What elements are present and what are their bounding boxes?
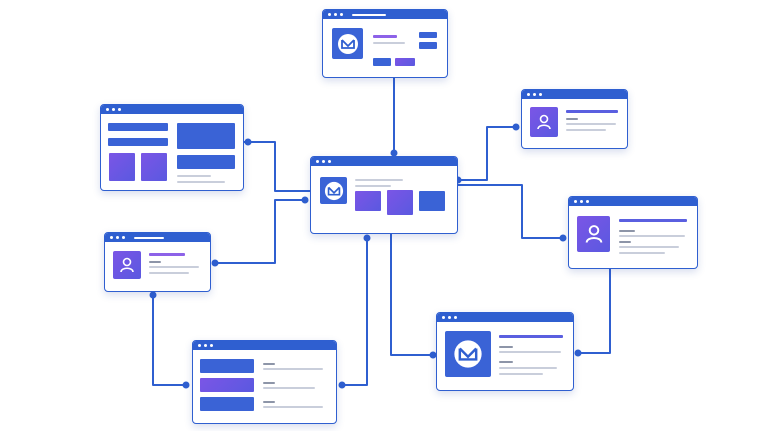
connector-dot	[559, 234, 567, 242]
connector-leftform-center	[242, 141, 311, 192]
connector-dot	[211, 259, 219, 267]
connector-center-bottomright	[390, 232, 434, 356]
connector-center-rightsmall	[457, 126, 517, 181]
window-left-form	[100, 104, 244, 191]
connector-bottomlist-center	[341, 237, 368, 386]
connector-dot	[363, 234, 371, 242]
user-icon	[577, 216, 610, 252]
connector-dot	[338, 381, 346, 389]
connector-dot	[244, 138, 252, 146]
mail-icon	[332, 28, 363, 59]
connector-dot	[512, 123, 520, 131]
window-right-profile-small	[521, 89, 628, 149]
connector-center-rightlarge	[457, 184, 564, 239]
connector-dot	[390, 149, 398, 157]
user-icon	[530, 107, 558, 137]
window-bottom-right-mail	[436, 312, 574, 391]
connector-dot	[574, 349, 582, 357]
window-left-profile	[104, 232, 211, 292]
window-titlebar	[105, 233, 210, 242]
window-titlebar	[311, 157, 457, 166]
connector-dot	[429, 351, 437, 359]
connector-leftprofile-bottomlist	[152, 294, 189, 386]
connector-dot	[301, 196, 309, 204]
window-top	[322, 9, 448, 78]
connector-dot	[182, 381, 190, 389]
window-titlebar	[522, 90, 627, 99]
window-titlebar	[193, 341, 336, 350]
mail-icon	[445, 331, 491, 377]
window-titlebar	[323, 10, 447, 19]
window-bottom-list	[192, 340, 337, 424]
connector-rightlarge-bottomright	[577, 267, 611, 354]
window-titlebar	[569, 197, 697, 206]
connector-dot	[149, 291, 157, 299]
user-icon	[113, 251, 141, 279]
mail-icon	[320, 177, 347, 204]
window-center-hub	[310, 156, 458, 234]
window-titlebar	[437, 313, 573, 322]
window-right-profile-large	[568, 196, 698, 269]
window-titlebar	[101, 105, 243, 114]
connector-leftprofile-center	[214, 199, 306, 264]
